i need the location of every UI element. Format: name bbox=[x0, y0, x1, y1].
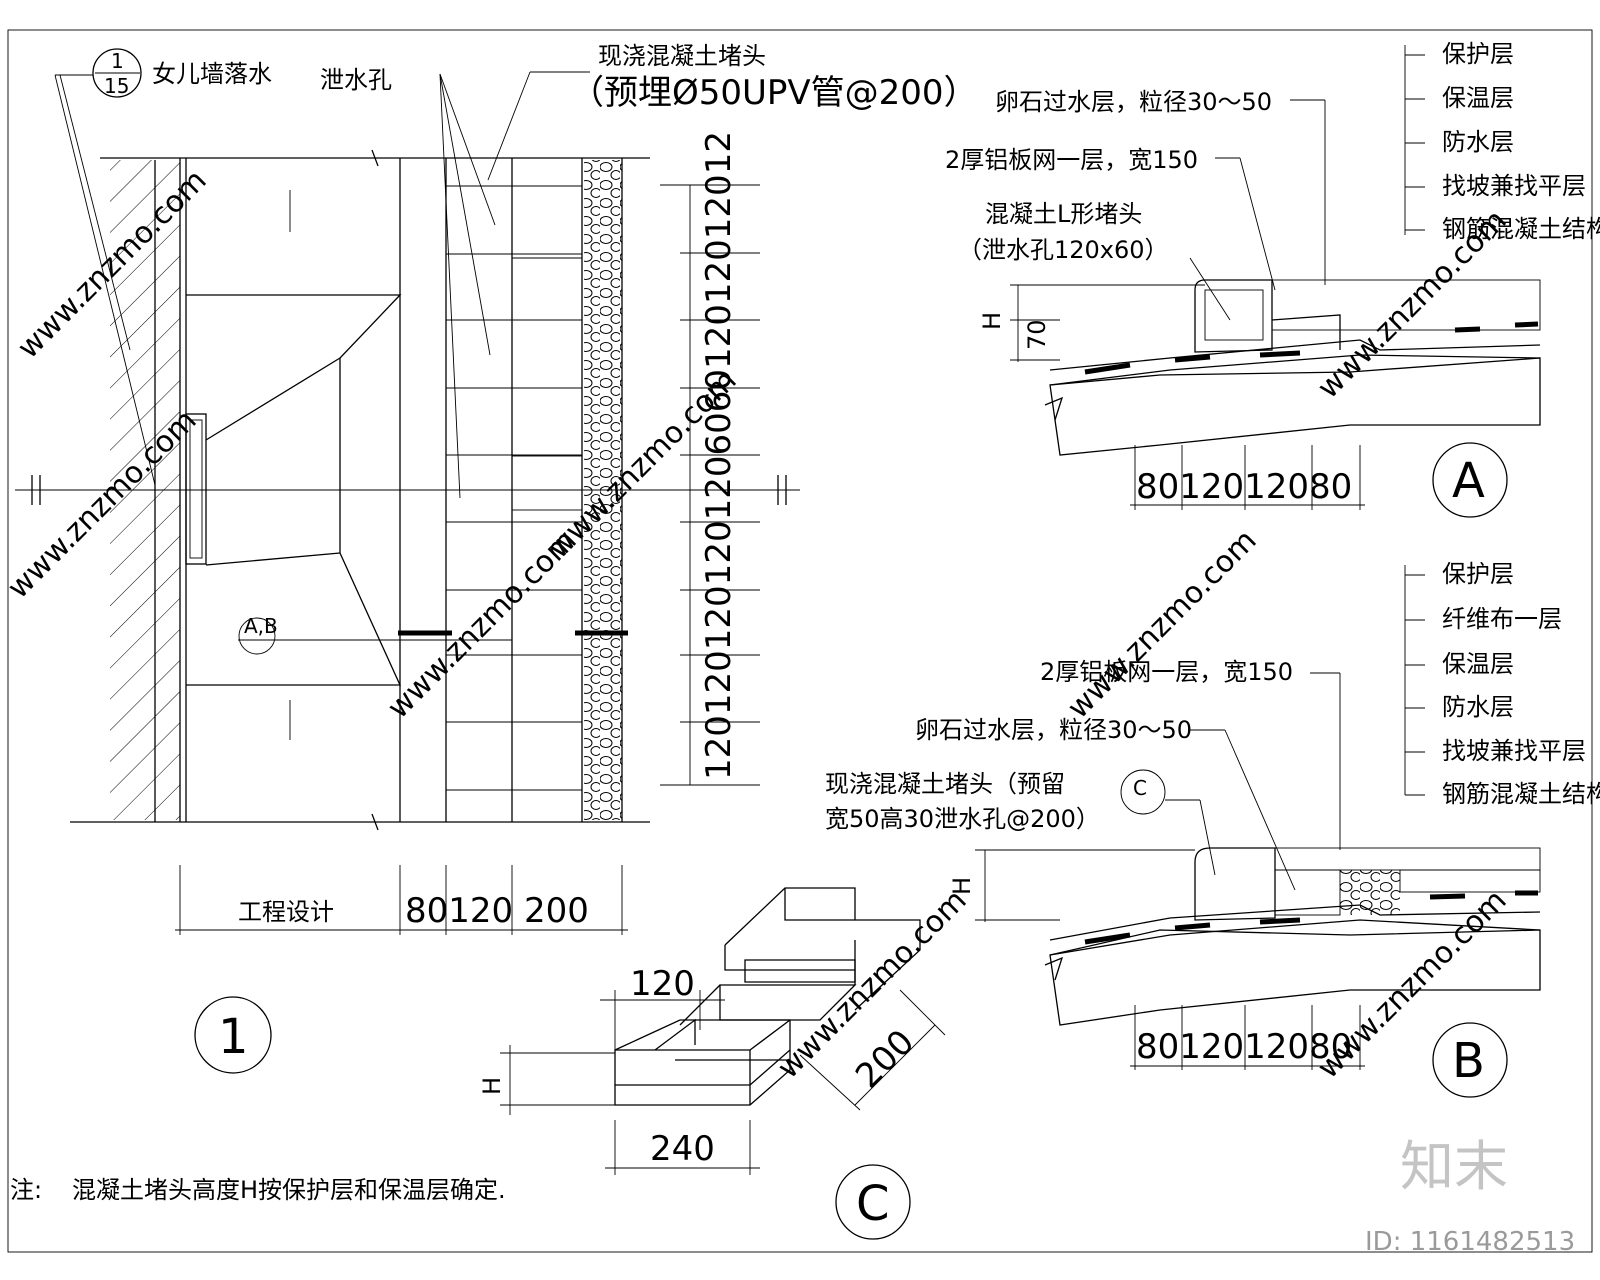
dim-70: 70 bbox=[1023, 319, 1051, 350]
l-plug bbox=[1194, 279, 1273, 353]
detail-a-section: 保护层 保温层 防水层 找坡兼找平层 钢筋混凝土结构层 卵石过水层，粒径30～5… bbox=[945, 40, 1600, 518]
dim-240: 240 bbox=[650, 1129, 715, 1169]
dim-120: 120 bbox=[630, 964, 695, 1004]
detail-c-letter: C bbox=[856, 1176, 890, 1232]
detail-a-circle bbox=[1432, 442, 1508, 518]
watermark-text: www.znzmo.com bbox=[1061, 523, 1264, 726]
gravel-layer-label: 卵石过水层，粒径30～50 bbox=[915, 716, 1192, 744]
mesh-label: 2厚铝板网一层，宽150 bbox=[945, 146, 1198, 174]
cast-head-label: 现浇混凝土堵头（预留 bbox=[825, 770, 1065, 798]
note-block: 注: 混凝土堵头高度H按保护层和保温层确定. bbox=[10, 1176, 506, 1204]
layer-label-waterproof: 防水层 bbox=[1442, 128, 1514, 156]
protection-layer bbox=[1274, 847, 1541, 871]
detail-1-circle bbox=[194, 996, 272, 1074]
bottom-dimension-text: 80120 200 bbox=[405, 891, 589, 931]
detail-c-circle bbox=[835, 1164, 911, 1240]
crosshatch-block bbox=[511, 454, 583, 511]
layer-label-insulation: 保温层 bbox=[1442, 650, 1514, 678]
vertical-dimension-ticks bbox=[680, 252, 760, 723]
layer-label-structure: 钢筋混凝土结构层 bbox=[1442, 215, 1600, 243]
watermark-id: ID: 1161482513 bbox=[1365, 1227, 1575, 1257]
structure-slab bbox=[1049, 929, 1541, 1026]
cast-head-label: 现浇混凝土堵头 bbox=[598, 42, 766, 70]
note-prefix: 注: bbox=[10, 1176, 42, 1204]
watermark-layer: www.znzmo.com www.znzmo.com www.znzmo.co… bbox=[1, 163, 1575, 1257]
crosshatch-block bbox=[511, 257, 583, 321]
detail-1-number: 1 bbox=[218, 1009, 249, 1065]
bottom-dimension-label: 工程设计 bbox=[238, 898, 334, 926]
crosshatch-block bbox=[511, 157, 583, 259]
layer-label-screed: 找坡兼找平层 bbox=[1442, 172, 1586, 200]
note-text: 混凝土堵头高度H按保护层和保温层确定. bbox=[72, 1176, 506, 1204]
crosshatch-block bbox=[511, 387, 583, 457]
section-mark-circle bbox=[1120, 769, 1166, 815]
dim-200: 200 bbox=[848, 1022, 922, 1096]
section-mark-label: C bbox=[1133, 776, 1147, 800]
l-head-label: 混凝土L形堵头 bbox=[985, 200, 1142, 228]
parapet-drain-label: 女儿墙落水 bbox=[152, 60, 272, 88]
section-mark-circle bbox=[238, 617, 276, 655]
detail-b-circle bbox=[1432, 1022, 1508, 1098]
detail-1-plan: A,B 1 15 女儿墙落水 泄水孔 现浇混凝土堵头 （预埋Ø50UPV管@20… bbox=[15, 42, 978, 1074]
watermark-brand: 知末 bbox=[1400, 1135, 1508, 1198]
detail-b-letter: B bbox=[1452, 1033, 1485, 1089]
mesh-label: 2厚铝板网一层，宽150 bbox=[1040, 658, 1293, 686]
detail-b-section: 保护层 纤维布一层 保温层 防水层 找坡兼找平层 钢筋混凝土结构层 2厚铝板网一… bbox=[825, 560, 1600, 1098]
bottom-dims: 8012012080 bbox=[1136, 1027, 1352, 1067]
bottom-dims: 8012012080 bbox=[1136, 467, 1352, 507]
reference-top-number: 1 bbox=[111, 49, 124, 73]
layer-label-protection: 保护层 bbox=[1442, 560, 1514, 588]
layer-label-waterproof: 防水层 bbox=[1442, 693, 1514, 721]
drain-outlet-rect bbox=[185, 413, 207, 565]
l-head-sub-label: （泄水孔120x60） bbox=[958, 236, 1169, 264]
crosshatch-block bbox=[511, 319, 583, 389]
dim-h: H bbox=[478, 1077, 506, 1095]
layer-label-protection: 保护层 bbox=[1442, 40, 1514, 68]
gravel-layer-label: 卵石过水层，粒径30～50 bbox=[995, 88, 1272, 116]
layer-label-structure: 钢筋混凝土结构层 bbox=[1442, 780, 1600, 808]
gravel-layer bbox=[1340, 870, 1400, 915]
insulation-layer bbox=[1399, 869, 1541, 893]
vertical-dimension-text: 120120120120120606012012012012 bbox=[699, 131, 739, 780]
structure-slab bbox=[1049, 357, 1541, 456]
detail-a-letter: A bbox=[1452, 453, 1485, 509]
detail-c-isometric: 120 H 240 200 C bbox=[478, 887, 946, 1240]
channel-grid bbox=[446, 185, 582, 791]
dim-h: H bbox=[948, 877, 976, 895]
reference-circle bbox=[92, 48, 142, 98]
drain-hole-label: 泄水孔 bbox=[320, 66, 392, 94]
dim-h: H bbox=[978, 312, 1006, 330]
layer-label-fiber-cloth: 纤维布一层 bbox=[1442, 605, 1562, 633]
reference-bottom-number: 15 bbox=[104, 74, 129, 98]
drawing-frame bbox=[7, 29, 1593, 1253]
cast-plug bbox=[1194, 847, 1276, 921]
layer-label-insulation: 保温层 bbox=[1442, 84, 1514, 112]
section-mark-label: A,B bbox=[244, 614, 278, 638]
cast-head-sub-label: （预埋Ø50UPV管@200） bbox=[570, 73, 978, 113]
cast-head-sub-label: 宽50高30泄水孔@200） bbox=[825, 805, 1100, 833]
layer-label-screed: 找坡兼找平层 bbox=[1442, 737, 1586, 765]
